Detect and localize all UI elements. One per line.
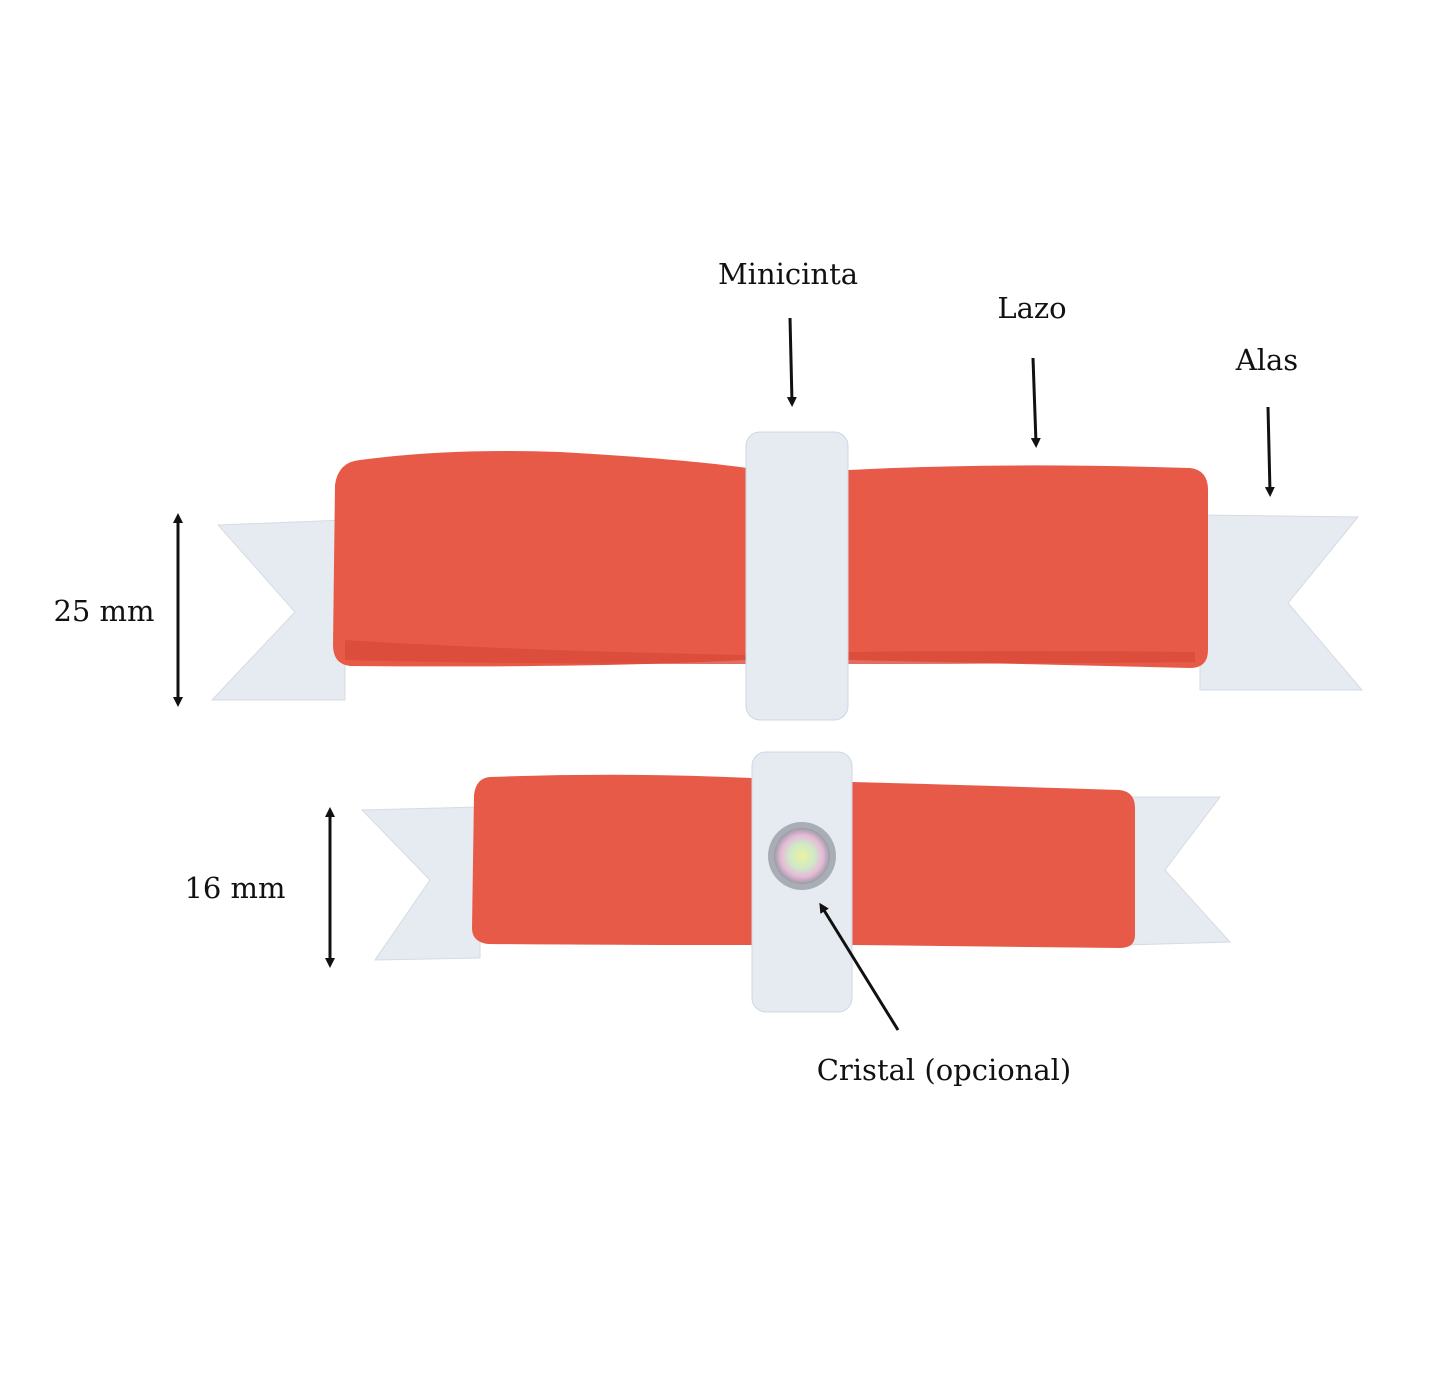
large-bow-left-wing	[210, 519, 346, 701]
small-bow-right-wing	[1127, 796, 1232, 946]
large-bow-loop-inner	[345, 640, 1195, 664]
large-bow	[210, 431, 1364, 721]
crystal-gem-icon	[774, 828, 830, 884]
large-width-label: 25 mm	[53, 594, 154, 628]
wings-label: Alas	[1235, 343, 1298, 377]
loop-arrow	[1030, 357, 1041, 448]
large-bow-right-wing	[1199, 514, 1364, 691]
loop-label: Lazo	[997, 291, 1066, 325]
large-bow-band	[745, 431, 849, 721]
small-width-label: 16 mm	[184, 871, 285, 905]
band-label: Minicinta	[718, 257, 858, 291]
small-bow-left-wing	[360, 806, 481, 961]
small-bow	[360, 751, 1232, 1013]
wings-arrow	[1264, 406, 1275, 497]
crystal-label: Cristal (opcional)	[817, 1053, 1072, 1087]
band-arrow	[786, 317, 797, 407]
crystal-arrow	[819, 902, 900, 1031]
